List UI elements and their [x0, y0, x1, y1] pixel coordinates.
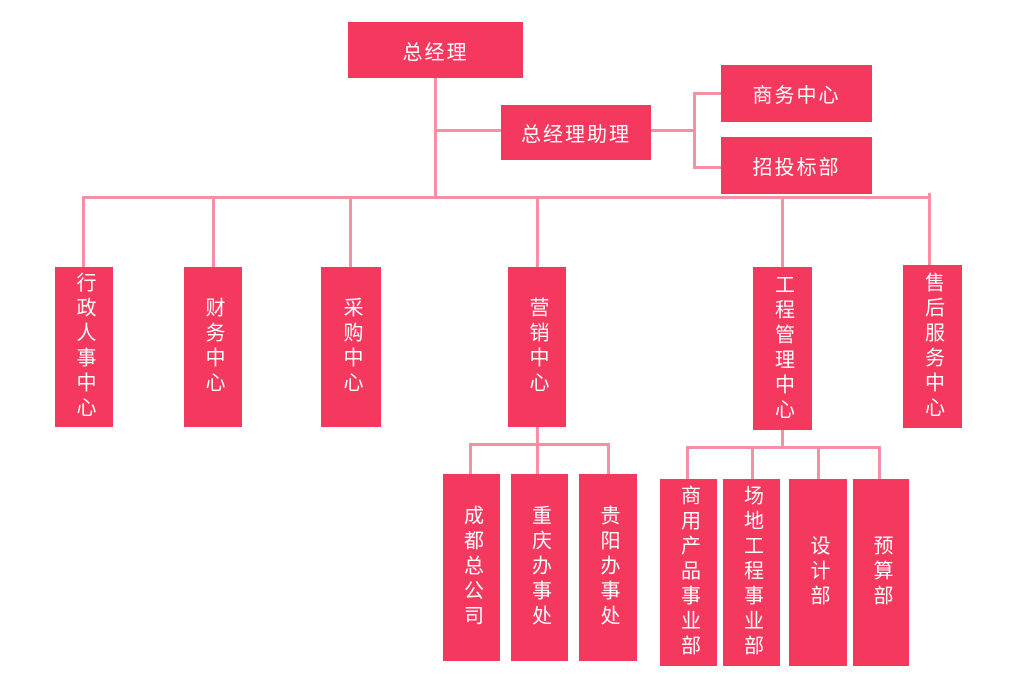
- connector-line: [82, 196, 85, 267]
- connector-line: [607, 443, 610, 474]
- node-gm-assistant: 总经理助理: [501, 105, 651, 160]
- node-site-engineering-div: 场地工程事业部: [723, 479, 780, 666]
- connector-line: [878, 446, 881, 479]
- node-label: 总经理: [402, 41, 469, 64]
- node-business-center: 商务中心: [721, 65, 872, 122]
- connector-line: [781, 196, 784, 267]
- node-label: 重庆办事处: [528, 505, 551, 630]
- node-engineering-mgmt-center: 工程管理中心: [753, 267, 812, 430]
- node-admin-hr-center: 行政人事中心: [55, 267, 113, 427]
- node-label: 采购中心: [340, 297, 362, 397]
- node-label: 招投标部: [752, 157, 841, 179]
- connector-line: [82, 196, 931, 199]
- connector-line: [693, 92, 696, 169]
- connector-line: [469, 443, 610, 446]
- node-chengdu-headquarters: 成都总公司: [443, 474, 500, 661]
- node-budget-dept: 预算部: [853, 479, 909, 666]
- node-label: 商务中心: [752, 85, 841, 107]
- node-finance-center: 财务中心: [184, 267, 242, 427]
- connector-line: [536, 196, 539, 267]
- connector-line: [694, 92, 721, 95]
- connector-line: [694, 166, 721, 169]
- node-commercial-products-div: 商用产品事业部: [660, 479, 717, 666]
- node-label: 贵阳办事处: [597, 505, 619, 630]
- node-label: 财务中心: [202, 297, 224, 397]
- node-after-sales-center: 售后服务中心: [903, 265, 962, 428]
- node-label: 总经理助理: [521, 124, 631, 146]
- node-label: 预算部: [870, 535, 892, 610]
- connector-line: [751, 446, 754, 479]
- node-label: 设计部: [807, 535, 829, 610]
- connector-line: [651, 129, 695, 132]
- connector-line: [686, 446, 689, 479]
- node-label: 售后服务中心: [921, 271, 944, 422]
- node-procurement-center: 采购中心: [321, 267, 381, 427]
- node-label: 成都总公司: [460, 505, 483, 630]
- node-general-manager: 总经理: [348, 22, 523, 78]
- node-guiyang-office: 贵阳办事处: [579, 474, 637, 661]
- node-bidding-dept: 招投标部: [721, 137, 872, 194]
- connector-line: [536, 427, 539, 474]
- node-design-dept: 设计部: [789, 479, 847, 666]
- connector-line: [469, 443, 472, 474]
- node-label: 工程管理中心: [771, 273, 794, 424]
- connector-line: [212, 196, 215, 267]
- connector-line: [436, 129, 501, 132]
- connector-line: [817, 446, 820, 479]
- connector-line: [781, 427, 784, 448]
- node-label: 场地工程事业部: [740, 485, 763, 660]
- node-chongqing-office: 重庆办事处: [511, 474, 568, 661]
- connector-line: [434, 78, 437, 198]
- connector-line: [928, 193, 931, 267]
- node-label: 行政人事中心: [73, 272, 95, 422]
- connector-line: [349, 196, 352, 267]
- node-label: 营销中心: [526, 297, 548, 397]
- connector-line: [686, 446, 881, 449]
- node-label: 商用产品事业部: [677, 485, 700, 660]
- node-marketing-center: 营销中心: [508, 267, 566, 427]
